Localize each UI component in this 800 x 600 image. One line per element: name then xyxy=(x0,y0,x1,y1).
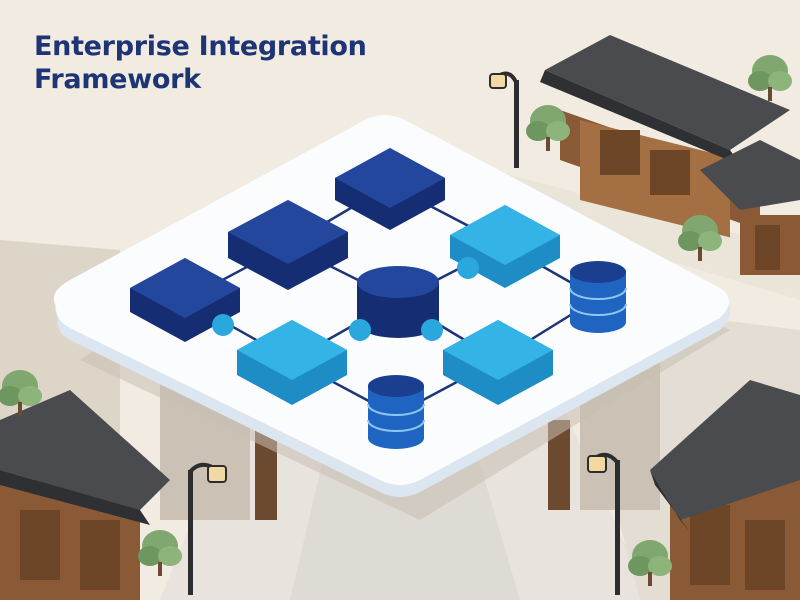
connector-dot xyxy=(421,319,443,341)
database-icon-right xyxy=(569,261,627,333)
street-lamp-left xyxy=(188,462,227,595)
hanok-upper-right xyxy=(540,35,800,275)
navy-block-left xyxy=(130,258,240,342)
cyan-block-left-lower xyxy=(237,320,347,405)
street-lamp-right xyxy=(587,452,620,595)
central-hub-database xyxy=(357,266,439,338)
gate-pillar-right xyxy=(548,420,570,510)
upper-path xyxy=(490,170,800,300)
hanok-lower-left xyxy=(0,390,170,600)
street-lamp-upper xyxy=(489,71,519,168)
cyan-block-right-lower xyxy=(443,320,553,405)
navy-block-left-upper xyxy=(228,200,348,290)
page-title: Enterprise Integration Framework xyxy=(34,30,367,96)
database-icon-bottom xyxy=(367,375,425,449)
connector-dot xyxy=(457,257,479,279)
title-line-2: Framework xyxy=(34,64,201,95)
connector-dot xyxy=(212,314,234,336)
navy-block-top xyxy=(335,148,445,230)
gate-pillar-left xyxy=(255,430,277,520)
connector-dot xyxy=(349,319,371,341)
title-line-1: Enterprise Integration xyxy=(34,31,367,62)
hanok-lower-right xyxy=(650,380,800,600)
